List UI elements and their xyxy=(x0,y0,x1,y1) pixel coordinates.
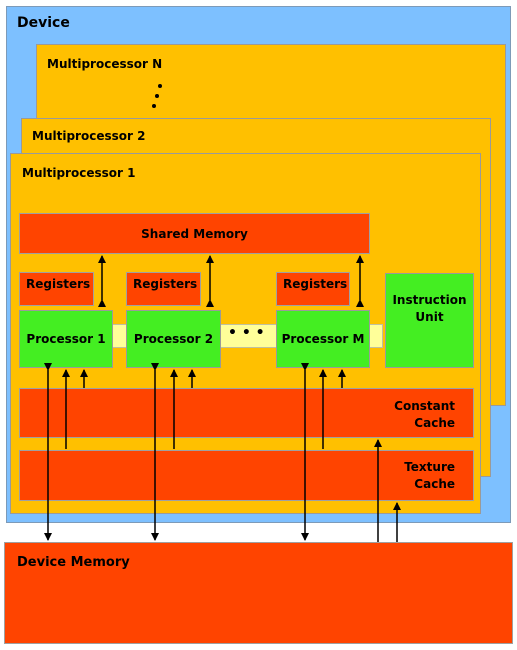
instruction-unit: Instruction Unit xyxy=(385,273,474,368)
registers-m: Registers xyxy=(276,272,350,306)
registers-1: Registers xyxy=(19,272,94,306)
multiprocessor-2-label: Multiprocessor 2 xyxy=(32,129,146,143)
shared-memory: Shared Memory xyxy=(19,213,370,254)
device-memory xyxy=(4,542,513,644)
multiprocessor-n-label: Multiprocessor N xyxy=(47,57,163,71)
processor-1: Processor 1 xyxy=(19,310,113,368)
processor-m: Processor M xyxy=(276,310,370,368)
texture-cache: Texture Cache xyxy=(19,450,474,501)
device-label: Device xyxy=(17,15,70,31)
vertical-ellipsis-dot xyxy=(155,94,159,98)
registers-2: Registers xyxy=(126,272,201,306)
vertical-ellipsis-dot xyxy=(158,84,162,88)
vertical-ellipsis-dot xyxy=(152,104,156,108)
device-memory-label: Device Memory xyxy=(17,555,130,570)
processor-ellipsis: • • • xyxy=(228,325,265,341)
multiprocessor-1-label: Multiprocessor 1 xyxy=(22,166,136,180)
constant-cache: Constant Cache xyxy=(19,388,474,438)
processor-2: Processor 2 xyxy=(126,310,221,368)
